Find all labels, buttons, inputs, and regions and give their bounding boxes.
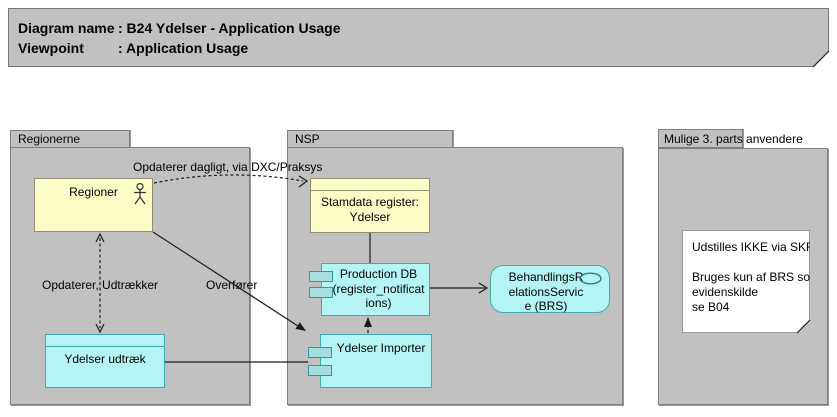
component-icon (308, 365, 332, 376)
title-value: : B24 Ydelser - Application Usage (118, 20, 341, 36)
node-stamdata-register[interactable]: Stamdata register: Ydelser (310, 178, 430, 233)
node-stamdata-line2: Ydelser (349, 210, 391, 224)
node-production-db-line1: Production DB (339, 267, 418, 281)
node-production-db[interactable]: Production DB (register_notificat ions) (321, 263, 430, 316)
title-label: Diagram name (18, 20, 115, 36)
connection-label-transfer: Overfører (206, 278, 258, 292)
node-band (46, 335, 164, 347)
node-ydelser-udtraek[interactable]: Ydelser udtræk (45, 334, 165, 388)
note-line: se B04 (692, 300, 730, 314)
node-brs-line3: e (BRS) (524, 299, 568, 313)
node-ydelser-importer-label: Ydelser Importer (336, 341, 426, 355)
diagram-title-note[interactable]: Diagram name : B24 Ydelser - Application… (8, 8, 829, 67)
group-label-regionerne: Regionerne (18, 132, 81, 146)
viewpoint-label: Viewpoint (18, 40, 84, 56)
connection-label-update-extract: Opdaterer, Udtrækker (42, 278, 159, 292)
note-line: Bruges kun af BRS som (692, 270, 821, 284)
node-stamdata-line1: Stamdata register: (320, 195, 420, 209)
group-tab-nsp[interactable]: NSP (287, 130, 453, 148)
group-tab-regionerne[interactable]: Regionerne (10, 130, 130, 148)
note-line: evidenskilde (692, 285, 759, 299)
node-band (311, 179, 429, 191)
node-ydelser-udtraek-label: Ydelser udtræk (64, 352, 146, 366)
component-icon (309, 287, 333, 298)
viewpoint-value: : Application Usage (118, 40, 249, 56)
service-icon (579, 272, 602, 285)
node-regioner[interactable]: Regioner (34, 178, 153, 232)
node-ydelser-importer[interactable]: Ydelser Importer (320, 334, 432, 388)
group-label-nsp: NSP (295, 132, 320, 146)
node-brs[interactable]: BehandlingsR elationsServic e (BRS) (490, 265, 610, 313)
note-udstilles[interactable]: Udstilles IKKE via SKRS Bruges kun af BR… (682, 230, 810, 333)
title-row-viewpoint: Viewpoint : Application Usage (18, 38, 828, 58)
note-line (692, 255, 801, 270)
component-icon (308, 347, 332, 358)
component-icon (309, 271, 333, 282)
node-regioner-label: Regioner (69, 185, 118, 199)
actor-icon (134, 183, 146, 205)
group-tab-third-party[interactable] (658, 129, 743, 148)
node-production-db-line2: (register_notificat (332, 281, 425, 296)
node-production-db-line3: ions) (365, 296, 392, 310)
title-row-diagram-name: Diagram name : B24 Ydelser - Application… (18, 18, 828, 38)
node-brs-line2: elationsServic (508, 284, 584, 299)
note-line: Udstilles IKKE via SKRS (692, 240, 823, 254)
node-brs-line1: BehandlingsR (508, 270, 584, 284)
connection-label-daily-update: Opdaterer dagligt, via DXC/Praksys (133, 160, 323, 174)
group-label-third-party: Mulige 3. parts anvendere (664, 132, 803, 146)
